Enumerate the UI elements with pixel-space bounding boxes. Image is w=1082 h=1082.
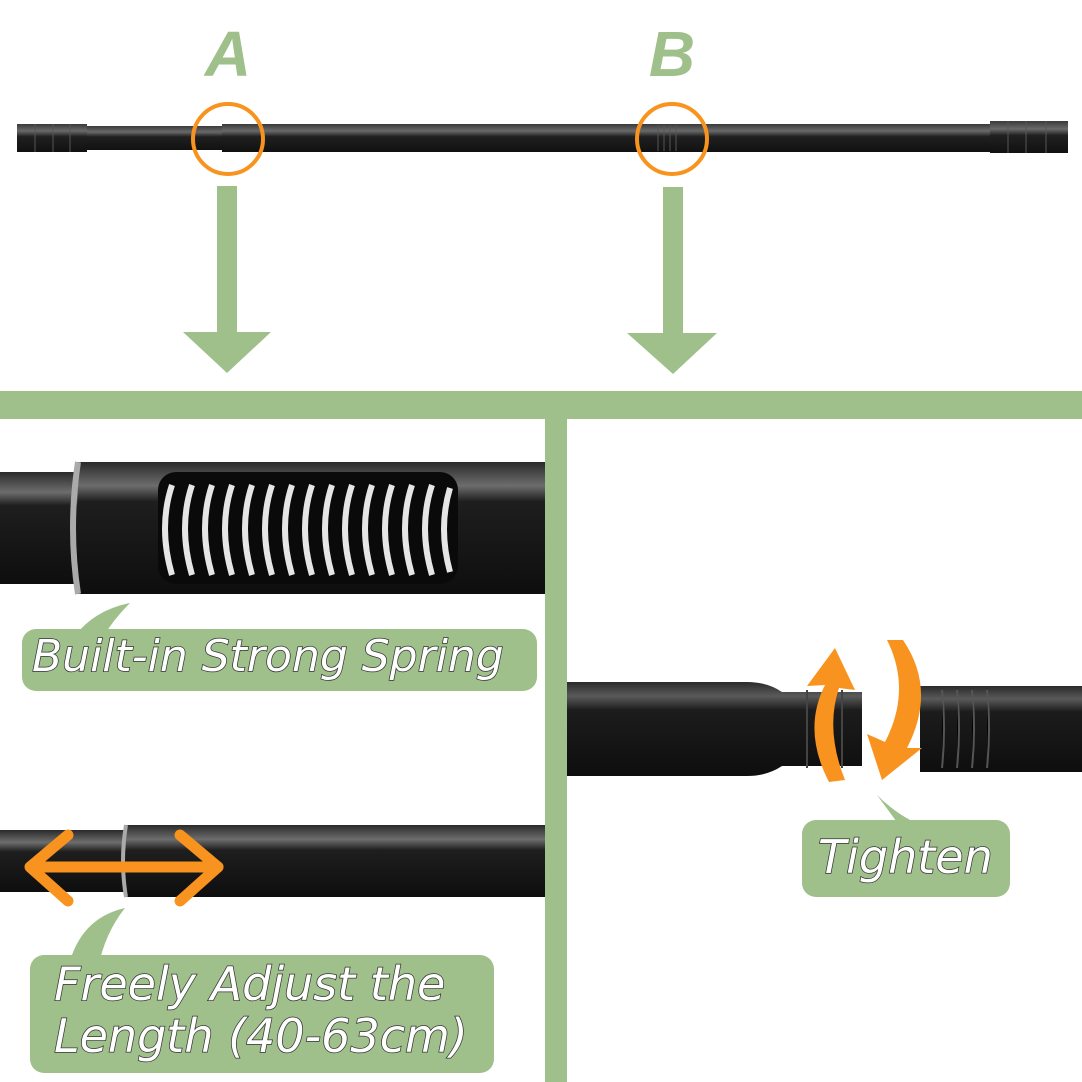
- tighten-rod-illustration: [567, 640, 1082, 782]
- callout-pointer: [68, 908, 125, 968]
- marker-letter-b: B: [648, 18, 696, 90]
- rotate-arrows-icon: [807, 640, 922, 782]
- arrow-down-icon-a: [183, 186, 271, 373]
- marker-letter-a: A: [204, 18, 252, 90]
- adjust-label-line1: Freely Adjust the: [53, 956, 446, 1012]
- tighten-label: Tighten: [817, 829, 993, 885]
- marker-circle-b: [635, 102, 709, 176]
- tighten-label-callout: Tighten: [802, 820, 1010, 897]
- spring-label: Built-in Strong Spring: [31, 630, 504, 683]
- marker-circle-a: [191, 102, 265, 176]
- full-rod-illustration: [17, 102, 1068, 374]
- vertical-divider: [545, 419, 567, 1082]
- arrow-down-icon-b: [627, 187, 717, 374]
- adjust-label-line2: Length (40-63cm): [53, 1008, 468, 1064]
- spring-rod-illustration: [0, 461, 545, 595]
- rod: [17, 121, 1068, 153]
- spring-label-callout: Built-in Strong Spring: [22, 629, 537, 691]
- horizontal-divider: [0, 391, 1082, 419]
- adjust-label-callout: Freely Adjust the Length (40-63cm): [30, 955, 494, 1073]
- double-arrow-icon: [24, 829, 224, 907]
- spring-coils: [162, 484, 453, 576]
- adjust-rod-illustration: [0, 824, 545, 907]
